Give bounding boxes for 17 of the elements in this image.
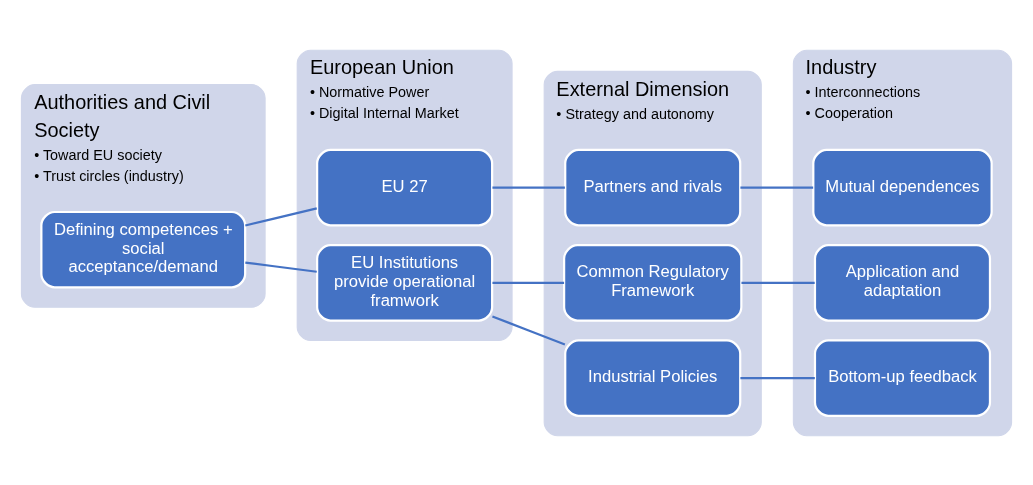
node-box: Application and adaptation — [813, 243, 992, 322]
connector — [740, 186, 814, 189]
connector — [740, 376, 815, 379]
node-box: Bottom-up feedback — [813, 338, 992, 417]
node-box: Partners and rivals — [564, 148, 742, 226]
connector — [492, 281, 565, 284]
node-box: Common Regulatory Framework — [563, 243, 743, 322]
connector — [492, 314, 566, 346]
connector — [245, 206, 317, 227]
node-box: EU Institutions provide operational framwork — [316, 243, 494, 322]
connector — [245, 260, 317, 273]
node-box: Defining competences + social acceptance/demand — [40, 210, 247, 288]
node-box: Industrial Policies — [564, 338, 742, 417]
node-box: EU 27 — [316, 148, 494, 226]
node-box: Mutual dependences — [812, 148, 993, 226]
connector — [741, 281, 815, 284]
connector — [492, 186, 565, 189]
